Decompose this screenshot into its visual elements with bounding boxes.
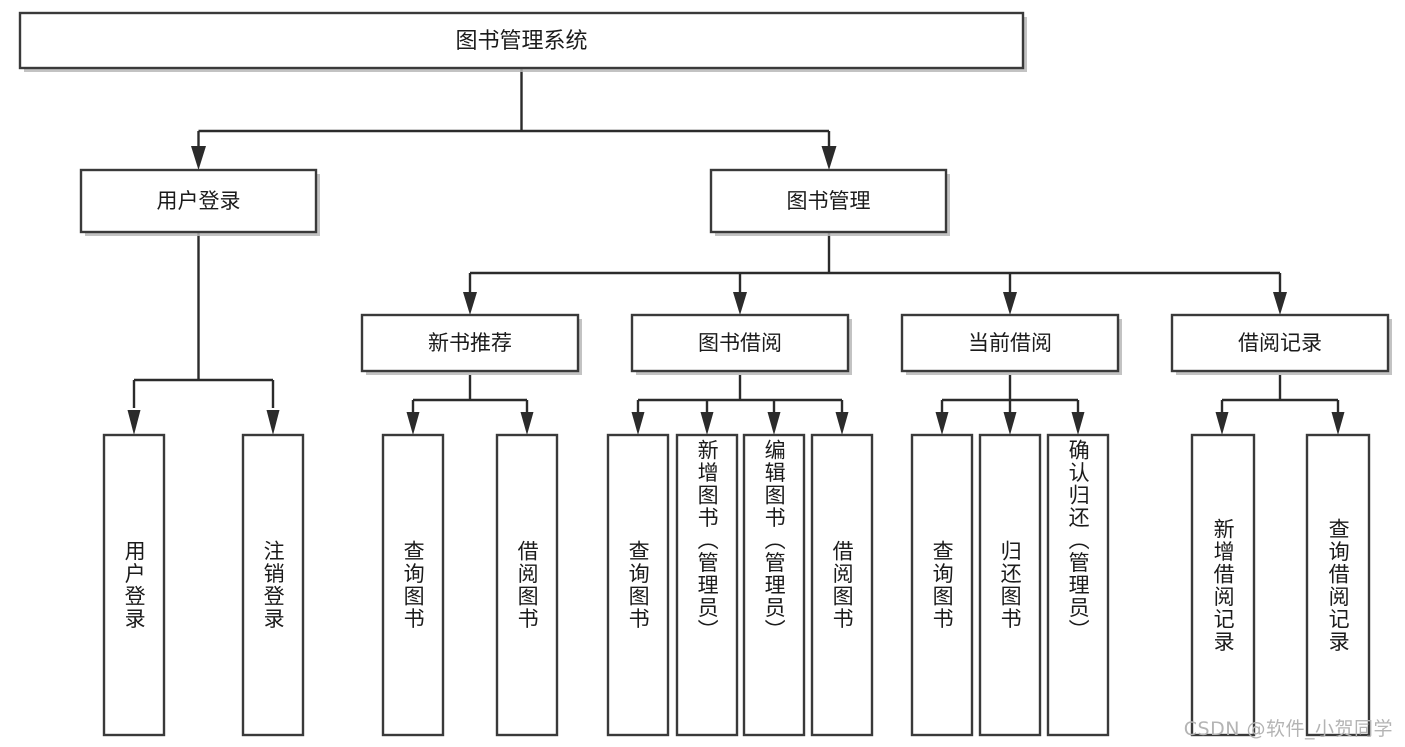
arrow-head-current-borrow — [1003, 292, 1017, 315]
leaf-box-bb-borrow-book[interactable] — [810, 433, 874, 737]
node-book-borrow-box[interactable] — [630, 313, 850, 373]
arrow-head-nb-query-book — [406, 412, 420, 435]
node-book-borrow[interactable]: 图书借阅 — [630, 313, 852, 375]
node-borrow-record-box[interactable] — [1170, 313, 1390, 373]
node-current-borrow-label: 当前借阅 — [968, 331, 1052, 355]
node-book-manage-label: 图书管理 — [787, 189, 871, 213]
node-borrow-record-label: 借阅记录 — [1238, 331, 1322, 355]
arrow-head-new-book — [463, 292, 477, 315]
connector-layer — [127, 68, 1345, 435]
arrow-head-borrow-record — [1273, 292, 1287, 315]
node-current-borrow-box[interactable] — [900, 313, 1120, 373]
leaf-box-cb-query-book[interactable] — [910, 433, 974, 737]
node-new-book-recommend[interactable]: 新书推荐 — [360, 313, 582, 375]
arrow-head-cb-confirm-return — [1071, 412, 1085, 435]
node-root-box[interactable] — [18, 11, 1025, 70]
arrow-head-leaf-logout — [266, 410, 280, 435]
leaf-box-cb-confirm-return[interactable] — [1046, 433, 1110, 737]
arrow-head-book-borrow — [733, 292, 747, 315]
csdn-watermark: CSDN @软件_小贺同学 — [1183, 718, 1393, 740]
node-user-login[interactable]: 用户登录 — [79, 168, 320, 236]
arrow-head-bb-query-book — [631, 412, 645, 435]
arrow-head-leaf-user-login — [127, 410, 141, 435]
leaf-box-nb-query-book[interactable] — [381, 433, 445, 737]
leaf-node-boxes — [102, 433, 1371, 737]
leaf-box-bb-add-book[interactable] — [675, 433, 739, 737]
node-user-login-label: 用户登录 — [157, 189, 241, 213]
node-book-manage[interactable]: 图书管理 — [709, 168, 950, 236]
arrow-head-book-manage — [821, 146, 837, 170]
node-root-label: 图书管理系统 — [455, 29, 587, 54]
arrow-head-nb-borrow-book — [520, 412, 534, 435]
arrow-head-br-add-record — [1215, 412, 1229, 435]
node-current-borrow[interactable]: 当前借阅 — [900, 313, 1122, 375]
node-book-borrow-label: 图书借阅 — [698, 331, 782, 355]
node-new-book-label: 新书推荐 — [428, 331, 512, 355]
leaf-box-br-add-record[interactable] — [1190, 433, 1256, 737]
node-borrow-record[interactable]: 借阅记录 — [1170, 313, 1392, 375]
arrow-head-bb-add-book — [700, 412, 714, 435]
leaf-box-bb-edit-book[interactable] — [742, 433, 806, 737]
arrow-head-bb-borrow-book — [835, 412, 849, 435]
node-new-book-box[interactable] — [360, 313, 580, 373]
arrow-head-cb-query-book — [935, 412, 949, 435]
arrow-head-bb-edit-book — [767, 412, 781, 435]
arrow-head-br-query-record — [1331, 412, 1345, 435]
arrow-head-user-login — [191, 146, 206, 170]
arrow-head-cb-return-book — [1003, 412, 1017, 435]
leaf-box-logout[interactable] — [241, 433, 305, 737]
leaf-box-nb-borrow-book[interactable] — [495, 433, 559, 737]
leaf-box-cb-return-book[interactable] — [978, 433, 1042, 737]
leaf-box-user-login[interactable] — [102, 433, 166, 737]
node-user-login-box[interactable] — [79, 168, 318, 234]
leaf-box-br-query-record[interactable] — [1305, 433, 1371, 737]
node-book-manage-box[interactable] — [709, 168, 948, 234]
node-root-book-system[interactable]: 图书管理系统 — [18, 11, 1027, 72]
leaf-box-bb-query-book[interactable] — [606, 433, 670, 737]
